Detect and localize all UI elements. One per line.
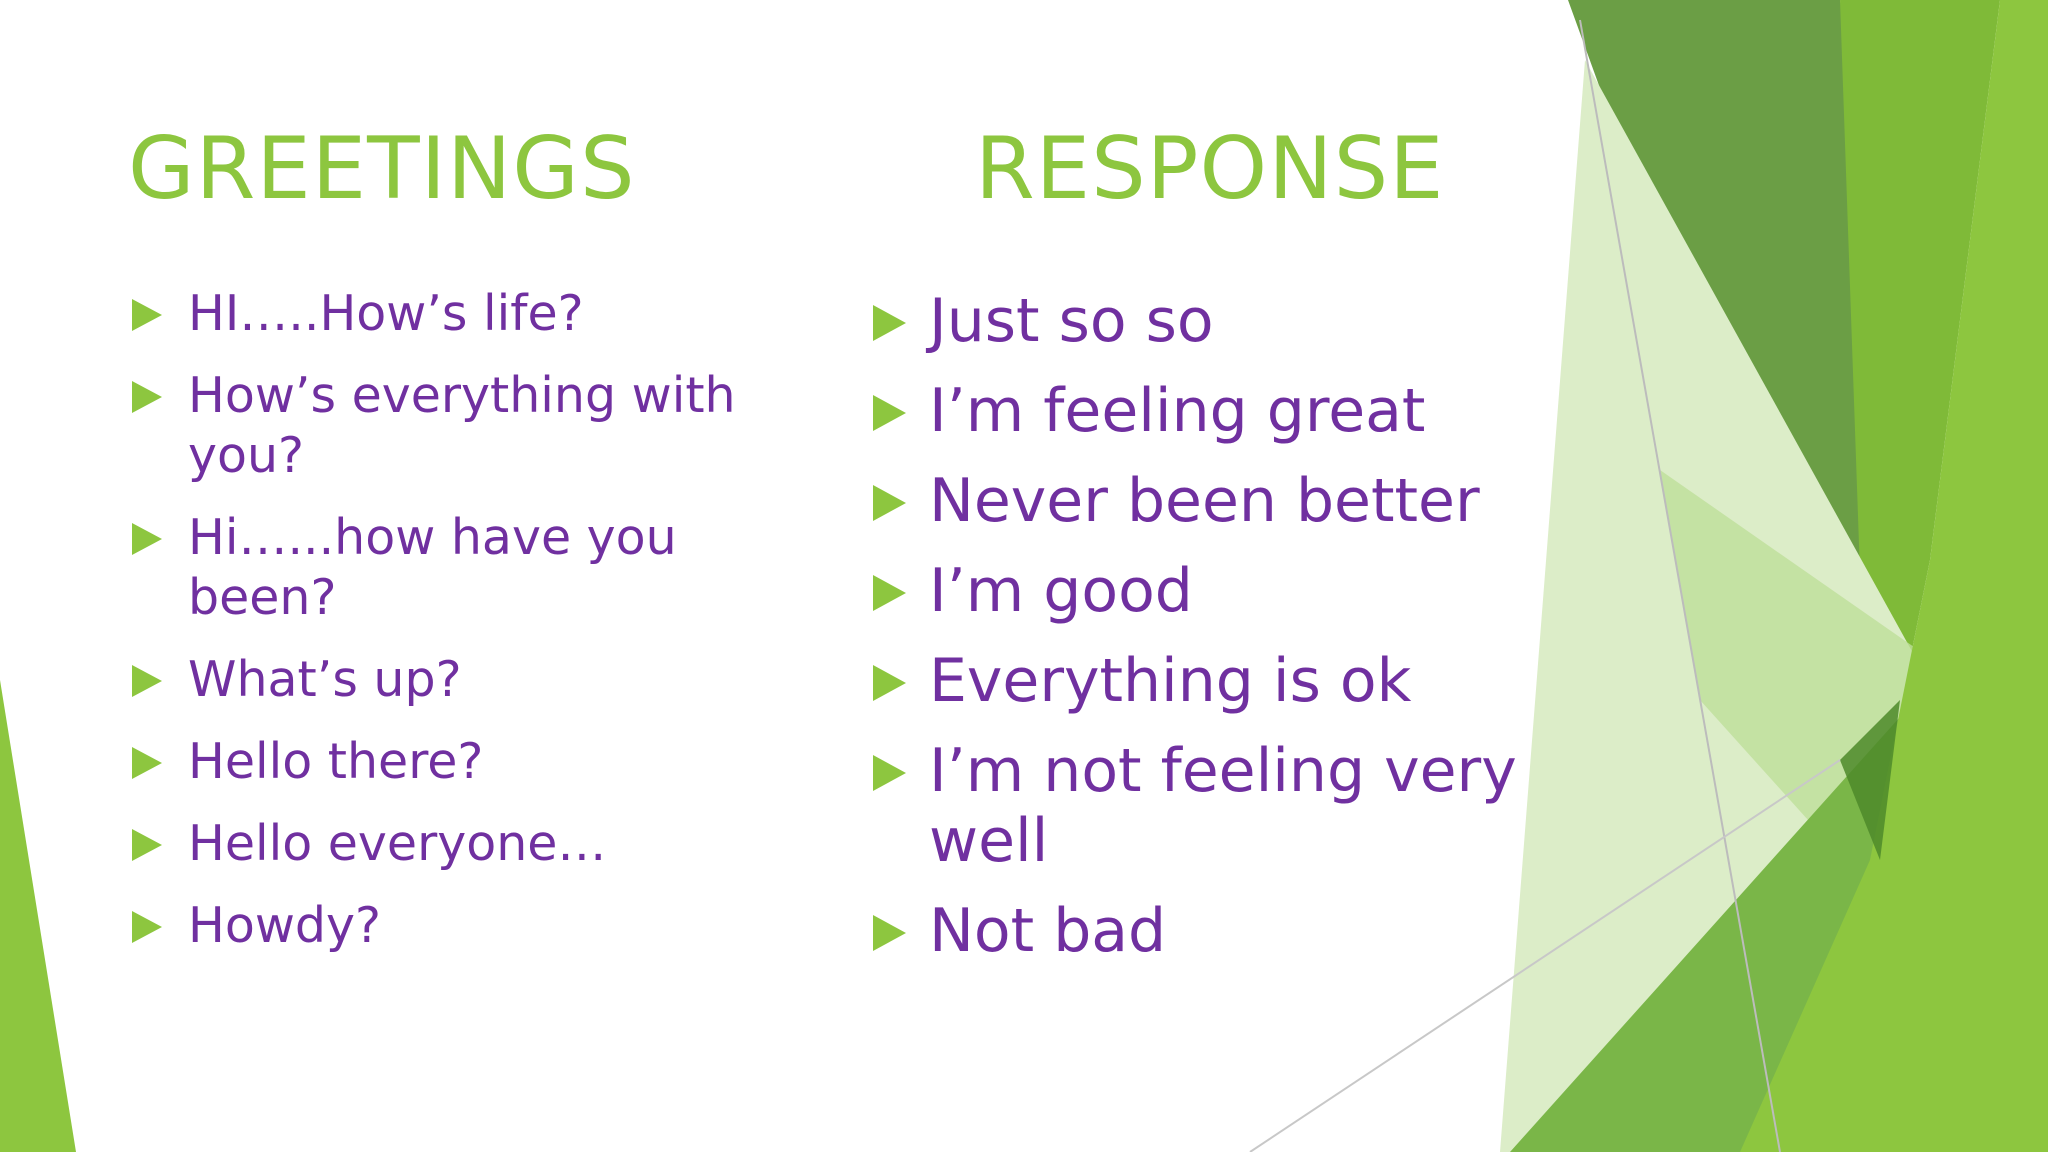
triangle-right-icon [873, 305, 906, 341]
greetings-item: Hello there? [132, 732, 782, 792]
triangle-right-icon [873, 755, 906, 791]
triangle-right-icon [132, 911, 162, 943]
triangle-right-icon [132, 299, 162, 331]
response-item-text: Never been better [929, 466, 1480, 536]
response-list: Just so so I’m feeling great Never been … [873, 286, 1573, 986]
right-lime-band [1740, 0, 2048, 1152]
response-item-text: Not bad [929, 896, 1167, 966]
triangle-right-icon [873, 575, 906, 611]
response-item-text: I’m not feeling very well [929, 736, 1517, 876]
response-item-text: I’m good [929, 556, 1193, 626]
triangle-right-icon [132, 747, 162, 779]
triangle-right-icon [132, 381, 162, 413]
greetings-item-text: Hello there? [188, 733, 484, 790]
greetings-item: How’s everything with you? [132, 366, 782, 486]
triangle-right-icon [873, 485, 906, 521]
response-item: Everything is ok [873, 646, 1573, 716]
response-item: Not bad [873, 896, 1573, 966]
greetings-item-text: How’s everything with you? [188, 367, 736, 484]
response-heading: RESPONSE [975, 119, 1445, 219]
triangle-right-icon [132, 829, 162, 861]
greetings-item-text: Hi…...how have you been? [188, 509, 677, 626]
triangle-right-icon [132, 523, 162, 555]
response-item-text: Everything is ok [929, 646, 1412, 716]
response-item-text: I’m feeling great [929, 376, 1426, 446]
right-deep-accent [1840, 700, 1900, 860]
greetings-heading: GREETINGS [128, 119, 636, 219]
left-green-shard [0, 680, 76, 1152]
triangle-right-icon [873, 665, 906, 701]
response-item: I’m feeling great [873, 376, 1573, 446]
greetings-item-text: Howdy? [188, 897, 382, 954]
response-item: Just so so [873, 286, 1573, 356]
response-item-text: Just so so [929, 286, 1214, 356]
response-item: Never been better [873, 466, 1573, 536]
greetings-item: Hi…...how have you been? [132, 508, 782, 628]
triangle-right-icon [132, 665, 162, 697]
triangle-right-icon [873, 915, 906, 951]
greetings-item: HI…..How’s life? [132, 284, 782, 344]
thin-line-vertical [1579, 19, 1781, 1152]
greetings-item: What’s up? [132, 650, 782, 710]
greetings-item-text: What’s up? [188, 651, 462, 708]
triangle-right-icon [873, 395, 906, 431]
thin-line-diagonal [1249, 759, 1841, 1152]
greetings-item-text: HI…..How’s life? [188, 285, 584, 342]
greetings-item-text: Hello everyone… [188, 815, 607, 872]
greetings-list: HI…..How’s life? How’s everything with y… [132, 284, 782, 978]
response-item: I’m not feeling very well [873, 736, 1573, 876]
greetings-item: Hello everyone… [132, 814, 782, 874]
greetings-item: Howdy? [132, 896, 782, 956]
response-item: I’m good [873, 556, 1573, 626]
